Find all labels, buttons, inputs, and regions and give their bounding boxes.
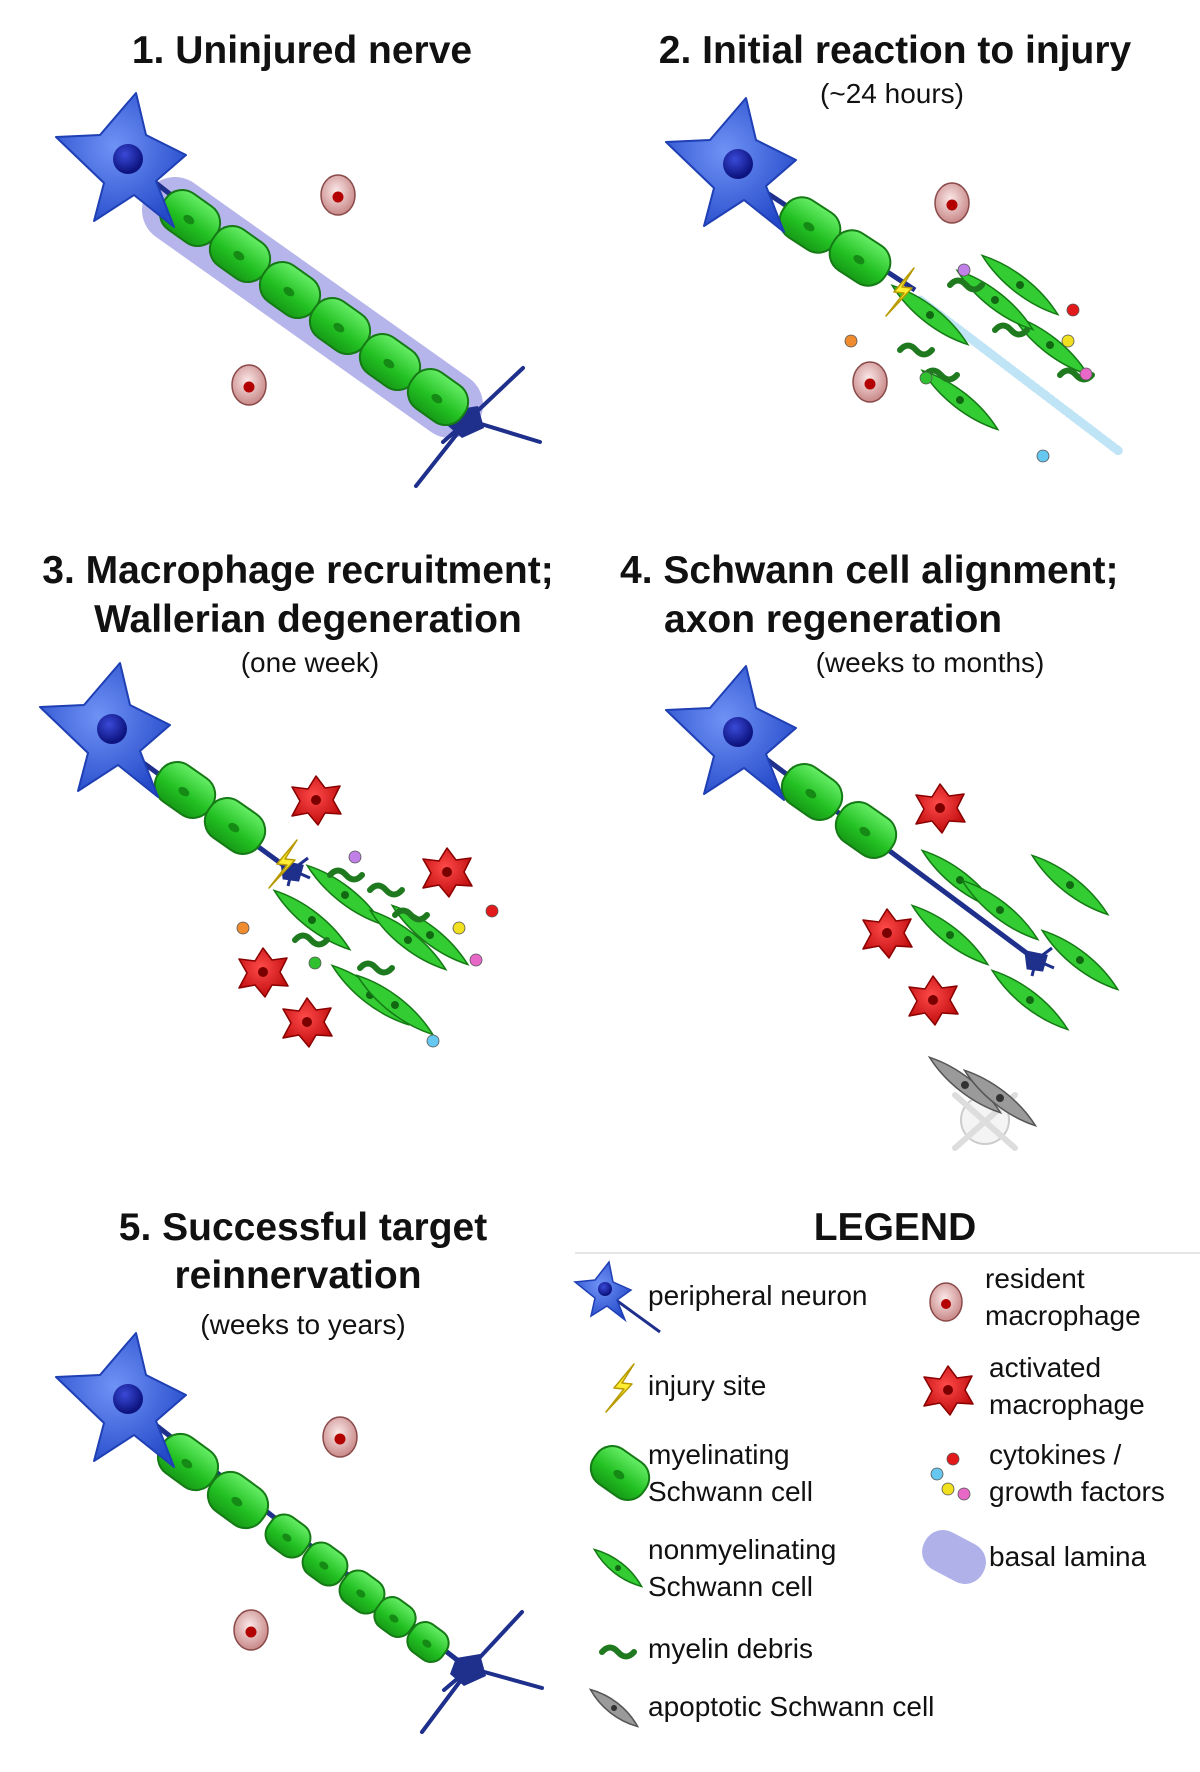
- legend-label-injury: injury site: [648, 1370, 766, 1401]
- panel-3-title-line-2: Wallerian degeneration: [94, 598, 522, 641]
- neuron-cell-body: [55, 92, 187, 228]
- cytokine-dots: [844, 263, 1093, 463]
- panel-5-title-line-2: reinnervation: [174, 1254, 421, 1297]
- activated-macrophage-icon: [923, 1365, 974, 1416]
- myelinating-schwann-cell-icon: [589, 1445, 651, 1501]
- legend-item-lamina: basal lamina: [922, 1530, 1147, 1584]
- legend-item-cytokines: cytokines / growth factors: [930, 1439, 1165, 1507]
- axon-terminal: [420, 1610, 544, 1734]
- legend-item-neuron: peripheral neuron: [573, 1260, 868, 1334]
- legend-label-cytokines-line-2: growth factors: [989, 1476, 1165, 1507]
- neuron-cell-body: [55, 1332, 187, 1468]
- resident-macrophage: [320, 174, 356, 216]
- legend-label-nonmyelinating-line-2: Schwann cell: [648, 1571, 813, 1602]
- panel-4-subtitle: (weeks to months): [816, 647, 1045, 678]
- legend-item-injury: injury site: [605, 1363, 766, 1413]
- injury-site-lightning-icon: [885, 267, 915, 317]
- legend-label-myelinating-line-1: myelinating: [648, 1439, 790, 1470]
- legend-label-activated-line-2: macrophage: [989, 1389, 1145, 1420]
- panel-5-subtitle: (weeks to years): [200, 1309, 405, 1340]
- nonmyelinating-schwann-cell-icon: [592, 1548, 644, 1588]
- legend-label-resident-line-2: macrophage: [985, 1300, 1141, 1331]
- panel-5: 5. Successful target reinnervation (week…: [55, 1206, 544, 1734]
- activated-macrophage-group: [238, 775, 473, 1048]
- resident-macrophage: [231, 364, 267, 406]
- legend-label-cytokines-line-1: cytokines /: [989, 1439, 1121, 1470]
- cytokines-icon: [930, 1452, 971, 1501]
- myelinating-schwann-cell-chain: [158, 188, 470, 427]
- legend: LEGEND peripheral neuron injury site m: [573, 1206, 1200, 1728]
- myelinating-schwann-cell-chain: [780, 763, 898, 859]
- legend-item-apoptotic: apoptotic Schwann cell: [588, 1688, 934, 1728]
- remyelinating-schwann-cell-chain: [156, 1432, 450, 1663]
- neuron-cell-body: [665, 97, 797, 233]
- legend-item-activated: activated macrophage: [923, 1352, 1145, 1420]
- panel-4: 4. Schwann cell alignment; axon regenera…: [620, 549, 1120, 1151]
- legend-label-apoptotic: apoptotic Schwann cell: [648, 1691, 934, 1722]
- panel-4-title-line-1: 4. Schwann cell alignment;: [620, 549, 1118, 592]
- resident-macrophage: [322, 1416, 358, 1458]
- panel-3: 3. Macrophage recruitment; Wallerian deg…: [39, 549, 554, 1048]
- aligned-schwann-cells-band-of-bungner: [910, 849, 1120, 1031]
- panel-1: 1. Uninjured nerve: [55, 29, 542, 488]
- injury-site-lightning-icon: [268, 839, 298, 889]
- neuron-cell-body: [39, 662, 171, 798]
- legend-item-myelinating: myelinating Schwann cell: [589, 1439, 813, 1507]
- apoptotic-schwann-cells: [927, 1055, 1038, 1151]
- resident-macrophage: [852, 361, 888, 403]
- apoptotic-schwann-cell-icon: [588, 1688, 640, 1728]
- legend-title: LEGEND: [814, 1206, 977, 1249]
- panel-2-subtitle: (~24 hours): [820, 78, 964, 109]
- myelinating-schwann-cell-chain: [778, 196, 892, 287]
- myelin-debris-cluster: [292, 867, 430, 976]
- legend-label-neuron: peripheral neuron: [648, 1280, 868, 1311]
- lightning-icon: [605, 1363, 635, 1413]
- legend-item-nonmyelinating: nonmyelinating Schwann cell: [592, 1534, 836, 1602]
- legend-label-nonmyelinating-line-1: nonmyelinating: [648, 1534, 836, 1565]
- resident-macrophage-icon: [929, 1282, 963, 1322]
- legend-label-activated-line-1: activated: [989, 1352, 1101, 1383]
- panel-3-title-line-1: 3. Macrophage recruitment;: [42, 549, 553, 592]
- legend-item-debris: myelin debris: [599, 1633, 813, 1664]
- basal-lamina-icon: [922, 1530, 986, 1584]
- legend-label-debris: myelin debris: [648, 1633, 813, 1664]
- panel-5-title-line-1: 5. Successful target: [119, 1206, 487, 1249]
- myelin-debris-icon: [599, 1644, 637, 1660]
- nonmyelinating-schwann-cell-cluster: [890, 254, 1090, 431]
- panel-1-title: 1. Uninjured nerve: [132, 29, 472, 72]
- panel-4-title-line-2: axon regeneration: [664, 598, 1002, 641]
- legend-label-resident-line-1: resident: [985, 1263, 1085, 1294]
- resident-macrophage: [233, 1609, 269, 1651]
- growth-cone: [1024, 946, 1055, 977]
- legend-item-resident: resident macrophage: [929, 1263, 1141, 1331]
- myelinating-schwann-cell-chain: [153, 761, 267, 855]
- panel-2: 2. Initial reaction to injury (~24 hours…: [659, 29, 1132, 463]
- neuron-cell-body: [665, 665, 797, 801]
- resident-macrophage: [934, 182, 970, 224]
- panel-2-title: 2. Initial reaction to injury: [659, 29, 1132, 72]
- activated-macrophage-group: [862, 783, 966, 1026]
- neuron-icon: [573, 1260, 661, 1334]
- legend-label-myelinating-line-2: Schwann cell: [648, 1476, 813, 1507]
- cytokine-dots: [236, 850, 499, 1048]
- legend-label-lamina: basal lamina: [989, 1541, 1147, 1572]
- panel-3-subtitle: (one week): [241, 647, 380, 678]
